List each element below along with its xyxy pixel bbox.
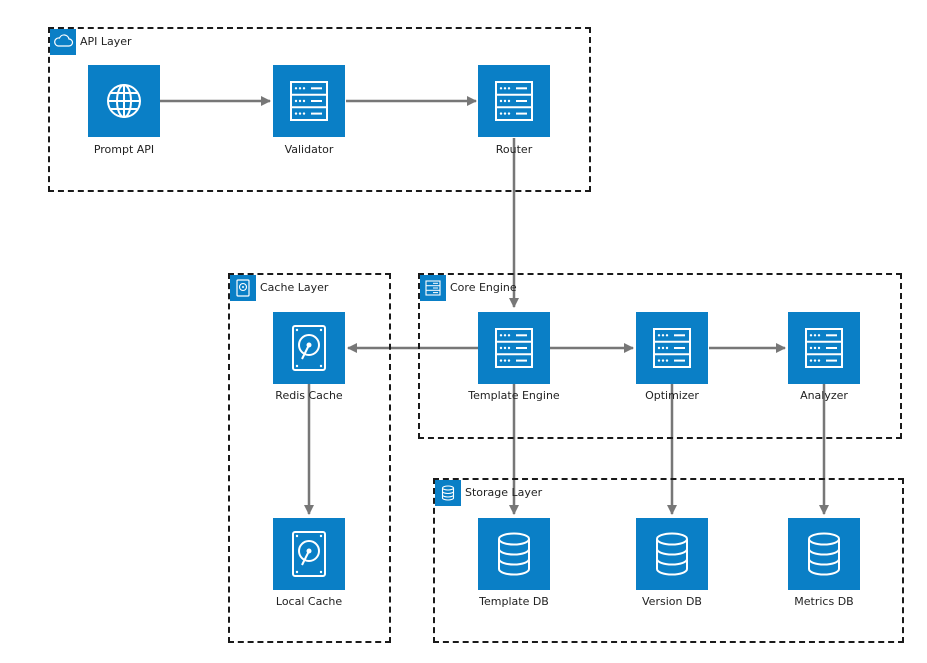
- node-label-template-engine: Template Engine: [468, 389, 560, 402]
- hard-drive-icon: [230, 275, 256, 301]
- group-core-engine: Core Engine: [418, 273, 902, 439]
- node-validator[interactable]: [273, 65, 345, 137]
- hard-drive-icon: [292, 325, 326, 371]
- node-local-cache[interactable]: [273, 518, 345, 590]
- node-label-template-db: Template DB: [479, 595, 549, 608]
- hard-drive-icon: [292, 531, 326, 577]
- node-label-validator: Validator: [284, 143, 334, 156]
- server-icon: [653, 328, 691, 368]
- server-icon: [290, 81, 328, 121]
- database-icon: [656, 532, 688, 576]
- database-icon: [498, 532, 530, 576]
- group-api-layer: API Layer: [48, 27, 591, 192]
- server-icon: [495, 328, 533, 368]
- node-label-router: Router: [495, 143, 533, 156]
- node-template-db[interactable]: [478, 518, 550, 590]
- node-analyzer[interactable]: [788, 312, 860, 384]
- node-label-version-db: Version DB: [642, 595, 702, 608]
- group-label-cache: Cache Layer: [260, 281, 329, 294]
- server-icon: [805, 328, 843, 368]
- node-metrics-db[interactable]: [788, 518, 860, 590]
- node-label-analyzer: Analyzer: [800, 389, 848, 402]
- node-label-prompt-api: Prompt API: [93, 143, 155, 156]
- node-version-db[interactable]: [636, 518, 708, 590]
- group-storage-layer: Storage Layer: [433, 478, 904, 643]
- database-icon: [808, 532, 840, 576]
- node-optimizer[interactable]: [636, 312, 708, 384]
- node-label-metrics-db: Metrics DB: [794, 595, 854, 608]
- database-icon: [435, 480, 461, 506]
- server-rack-icon: [420, 275, 446, 301]
- node-template-engine[interactable]: [478, 312, 550, 384]
- node-label-optimizer: Optimizer: [645, 389, 699, 402]
- group-label-api: API Layer: [80, 35, 132, 48]
- globe-icon: [107, 84, 141, 118]
- node-router[interactable]: [478, 65, 550, 137]
- node-redis-cache[interactable]: [273, 312, 345, 384]
- node-label-redis-cache: Redis Cache: [275, 389, 343, 402]
- node-prompt-api[interactable]: [88, 65, 160, 137]
- group-label-storage: Storage Layer: [465, 486, 543, 499]
- node-label-local-cache: Local Cache: [275, 595, 343, 608]
- server-icon: [495, 81, 533, 121]
- cloud-icon: [50, 29, 76, 55]
- group-label-core: Core Engine: [450, 281, 517, 294]
- group-cache-layer: Cache Layer: [228, 273, 391, 643]
